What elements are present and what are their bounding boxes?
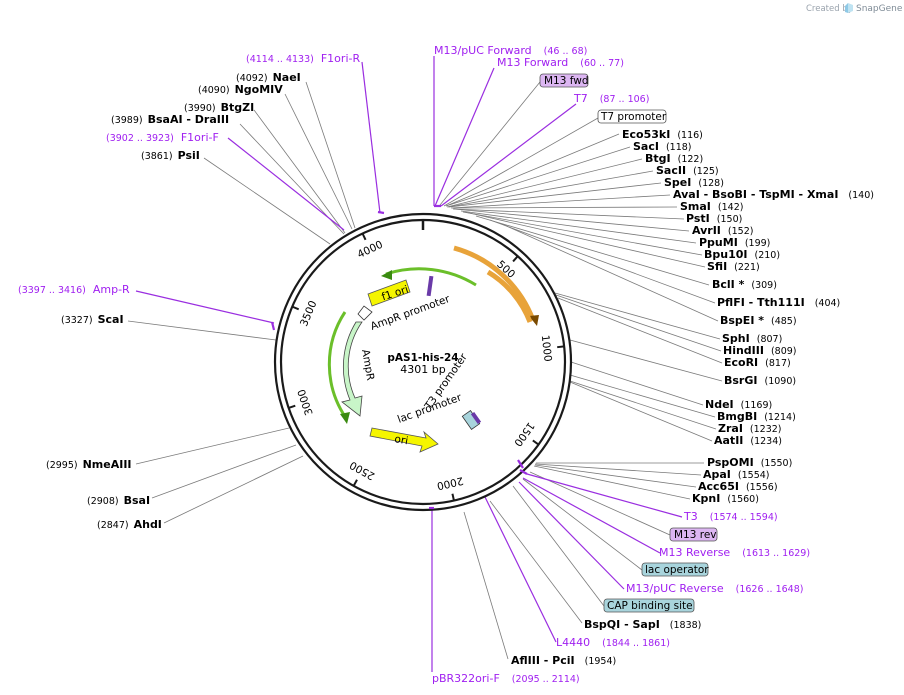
tick-mark (512, 255, 519, 263)
svg-text:T7 promoter: T7 promoter (600, 111, 667, 123)
enzyme-label-psti: PstI(150) (686, 212, 742, 225)
credit-brand: SnapGene (856, 4, 903, 14)
tick-label: 4000 (356, 239, 385, 261)
enzyme-label-sphi: SphI(807) (722, 332, 782, 345)
enzyme-label-bsrgi: BsrGI(1090) (724, 374, 796, 387)
enzyme-label-scai: (3327)ScaI (61, 313, 124, 326)
enzyme-label-hindiii: HindIII(809) (723, 344, 797, 357)
enzyme-label-bsai: (2908)BsaI (87, 494, 150, 507)
primer-label-m13-puc-reverse: M13/pUC Reverse(1626 .. 1648) (626, 582, 803, 595)
tick-label: 2500 (348, 458, 377, 482)
enzyme-label-bmgbi: BmgBI(1214) (717, 410, 796, 423)
primer-labels: (4114 .. 4133)F1ori-R (3902 .. 3923)F1or… (18, 44, 810, 685)
primer-label-t3: T3(1574 .. 1594) (683, 510, 778, 523)
leader-lines (127, 56, 723, 672)
tick-label: 1000 (539, 334, 554, 362)
m13-rev-feature (470, 411, 482, 425)
tick-label: 3000 (296, 388, 316, 417)
enzyme-label-spei: SpeI(128) (664, 176, 724, 189)
enzyme-label-pspomi: PspOMI(1550) (707, 456, 792, 469)
enzyme-label-btgi: BtgI(122) (645, 152, 703, 165)
tick-mark (451, 493, 455, 501)
enzyme-label-psii: (3861)PsiI (141, 149, 200, 162)
enzyme-label-nmeaiii: (2995)NmeAIII (46, 458, 132, 471)
feature-box-t7-promoter: T7 promoter (597, 109, 667, 124)
backbone-ring (273, 212, 573, 512)
tick-mark (532, 439, 540, 446)
enzyme-label-bspei: BspEI *(485) (720, 314, 797, 327)
f1-ori-feature (367, 279, 411, 307)
plasmid-size: 4301 bp (400, 363, 445, 376)
tick-mark (291, 305, 300, 311)
tick-mark (557, 345, 565, 349)
primer-label-m13-forward: M13 Forward(60 .. 77) (497, 56, 624, 69)
enzyme-label-ecori: EcoRI(817) (724, 356, 791, 369)
svg-text:CAP binding site: CAP binding site (607, 600, 693, 612)
enzyme-label-avrii: AvrII(152) (692, 224, 753, 237)
tick-mark (361, 233, 367, 241)
primer-label-pbr322ori-f: pBR322ori-F(2095 .. 2114) (432, 672, 580, 685)
svg-text:lac operator: lac operator (645, 564, 709, 576)
enzyme-label-pflfi-tth111i: PflFI - Tth111I(404) (717, 296, 840, 309)
plasmid-name: pAS1-his-24 (387, 352, 458, 364)
primer-label-t7: T7(87 .. 106) (573, 92, 649, 105)
enzyme-label-saci: SacI(118) (633, 140, 692, 153)
enzyme-label-aatii: AatII(1234) (714, 434, 782, 447)
orf-arrow-outer (453, 245, 536, 321)
enzyme-label-btgzi: (3990)BtgZI (184, 101, 254, 114)
feature-box-cap-binding-site: CAP binding site (603, 598, 695, 613)
enzyme-label-ahdi: (2847)AhdI (97, 518, 162, 531)
enzyme-label-bcli: BclI *(309) (712, 278, 777, 291)
primer-label-m13-puc-forward: M13/pUC Forward(46 .. 68) (434, 44, 587, 57)
enzyme-label-acc65i: Acc65I(1556) (698, 480, 778, 493)
tick-mark (352, 479, 358, 487)
snapgene-logo-icon (845, 3, 853, 13)
svg-text:M13 rev: M13 rev (674, 529, 717, 541)
enzyme-label-avai-group: AvaI - BsoBI - TspMI - XmaI(140) (673, 188, 874, 201)
feature-arrows: f1 ori AmpR promoter AmpR ori T3 promote… (327, 245, 539, 453)
primer-marks (270, 204, 528, 510)
enzyme-label-naei: (4092)NaeI (236, 71, 301, 84)
tick-label: 2000 (436, 474, 465, 492)
svg-text:M13 fwd: M13 fwd (544, 75, 589, 87)
enzyme-label-sacii: SacII(125) (656, 164, 719, 177)
enzyme-label-bpu10i: Bpu10I(210) (704, 248, 780, 261)
ori-label: ori (393, 433, 409, 447)
credit-prefix: Created by (806, 4, 853, 14)
ampr-promoter-feature (357, 305, 373, 321)
enzyme-labels-right: Eco53kI(116) SacI(118) BtgI(122) SacII(1… (511, 128, 874, 667)
t7-region-feature (426, 275, 434, 297)
enzyme-labels-left: (4092)NaeI (4090)NgoMIV (3990)BtgZI (398… (46, 71, 301, 531)
orf-arrow-inner (486, 269, 533, 323)
enzyme-label-ngomiv: (4090)NgoMIV (198, 83, 283, 96)
enzyme-label-sfii: SfiI(221) (707, 260, 760, 273)
ori-feature (369, 427, 439, 453)
primer-label-f1ori-f: (3902 .. 3923)F1ori-F (106, 131, 219, 144)
ampr-feature (341, 321, 363, 417)
tick-label: 3500 (298, 299, 319, 328)
ampr-label: AmpR (359, 348, 376, 381)
enzyme-label-bspqi-sapi: BspQI - SapI(1838) (584, 618, 701, 631)
enzyme-label-apai: ApaI(1554) (703, 468, 770, 481)
primer-label-l4440: L4440(1844 .. 1861) (556, 636, 670, 649)
enzyme-label-eco53ki: Eco53kI(116) (622, 128, 703, 141)
primer-label-amp-r: (3397 .. 3416)Amp-R (18, 283, 130, 296)
enzyme-label-zrai: ZraI(1232) (718, 422, 782, 435)
feature-box-m13-fwd: M13 fwd (539, 73, 589, 88)
feature-box-m13-rev: M13 rev (669, 527, 718, 542)
primer-label-f1ori-r: (4114 .. 4133)F1ori-R (246, 52, 360, 65)
enzyme-label-ppumi: PpuMI(199) (699, 236, 770, 249)
enzyme-label-afliii-pcii: AflIII - PciI(1954) (511, 654, 616, 667)
enzyme-label-ndei: NdeI(1169) (705, 398, 772, 411)
enzyme-label-kpni: KpnI(1560) (692, 492, 759, 505)
enzyme-label-bsaai-draiii: (3989)BsaAI - DraIII (111, 113, 229, 126)
tick-label: 1500 (511, 420, 536, 449)
feature-box-lac-operator: lac operator (641, 562, 709, 577)
primer-label-m13-reverse: M13 Reverse(1613 .. 1629) (659, 546, 810, 559)
orf-arrow-green (385, 267, 477, 287)
tick-mark (288, 404, 296, 409)
f1-ori-label: f1 ori (380, 284, 410, 304)
enzyme-label-smai: SmaI(142) (680, 200, 743, 213)
